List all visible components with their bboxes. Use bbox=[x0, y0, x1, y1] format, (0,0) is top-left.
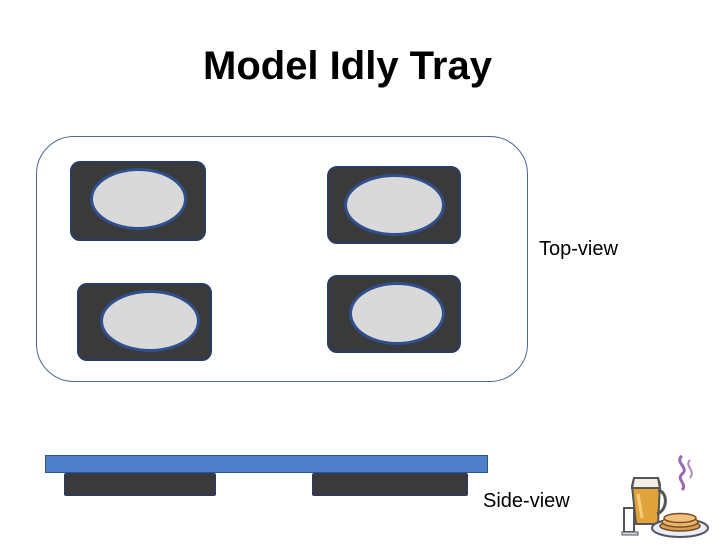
idly-top-left bbox=[90, 168, 187, 230]
tray-top-view bbox=[36, 136, 528, 382]
idly-breakfast-clipart-icon bbox=[621, 454, 709, 538]
side-view-cup-right bbox=[312, 473, 468, 496]
tray-side-view-plate bbox=[45, 455, 488, 473]
top-view-label: Top-view bbox=[539, 238, 618, 260]
title-text: Model Idly Tray bbox=[203, 44, 492, 88]
idly-top-right bbox=[344, 174, 445, 236]
side-view-label: Side-view bbox=[483, 490, 570, 512]
idly-bottom-left bbox=[100, 290, 200, 352]
side-view-cup-left bbox=[64, 473, 216, 496]
idly-bottom-right bbox=[349, 282, 445, 345]
